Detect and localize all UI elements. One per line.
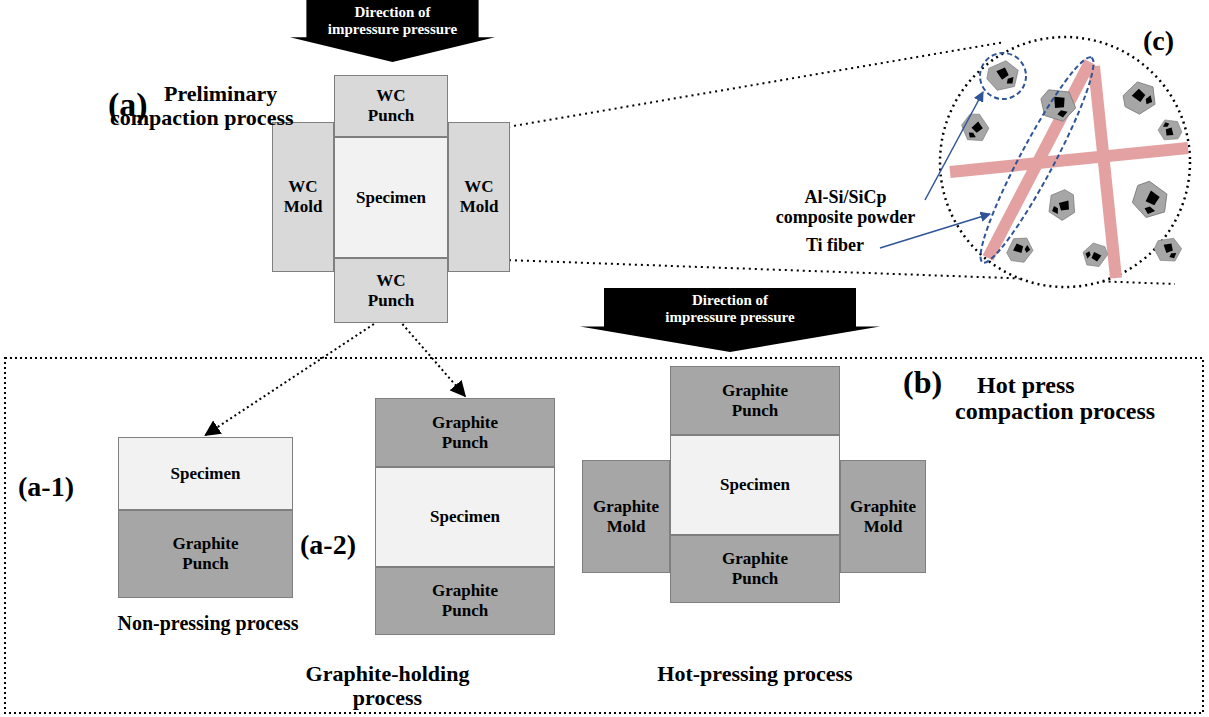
- zoom-leader: [449, 42, 1005, 137]
- caption-text: Al-Si/SiCp composite powder: [776, 187, 915, 227]
- specimen-box: Specimen: [375, 467, 555, 567]
- particle: [987, 61, 1018, 90]
- specimen-box: Specimen: [118, 437, 293, 510]
- box-label: Specimen: [720, 475, 790, 495]
- particle: [1156, 116, 1185, 144]
- particle: [1152, 234, 1184, 265]
- box-label: Specimen: [171, 464, 241, 484]
- arrow-label: Direction of impressure pressure: [660, 292, 800, 327]
- figure-label: (a-1): [18, 472, 74, 503]
- caption-text: (a-1): [18, 471, 74, 502]
- wc-tooling-box: WC Punch: [334, 258, 448, 323]
- figure-label: Hot press compaction process: [955, 372, 1195, 425]
- graphite-tooling-box: Graphite Punch: [118, 510, 293, 598]
- box-label: Graphite Punch: [163, 534, 248, 573]
- graphite-tooling-box: Graphite Punch: [670, 535, 840, 603]
- dotted-arrow: [402, 324, 465, 396]
- arrow-fill: [290, 0, 495, 62]
- dotted-arrow: [206, 324, 374, 435]
- wc-tooling-box: WC Mold: [272, 122, 334, 272]
- caption-text: Ti fiber: [806, 235, 864, 255]
- particle: [1126, 175, 1174, 223]
- box-label: Specimen: [356, 188, 426, 208]
- caption-text: (c): [1143, 25, 1174, 56]
- graphite-tooling-box: Graphite Mold: [582, 460, 670, 573]
- composite-particles: [960, 61, 1185, 272]
- caption-text: Hot press compaction process: [955, 372, 1155, 424]
- box-label: Specimen: [430, 507, 500, 527]
- caption-text: Non-pressing process: [118, 612, 299, 634]
- arrow-label: Direction of impressure pressure: [323, 4, 463, 39]
- box-label: Graphite Punch: [713, 549, 798, 588]
- caption-text: Preliminary compaction process: [110, 81, 294, 130]
- pressure-arrow: Direction of impressure pressure: [580, 288, 880, 352]
- particle: [1044, 186, 1080, 223]
- figure-label: Non-pressing process: [108, 612, 308, 634]
- box-label: WC Punch: [358, 86, 424, 125]
- figure-label: Graphite-holding process: [275, 662, 500, 710]
- box-label: Graphite Punch: [423, 581, 508, 620]
- dotted-frame: [5, 358, 1203, 713]
- box-label: Graphite Mold: [587, 497, 665, 536]
- particle: [1079, 239, 1112, 272]
- graphite-tooling-box: Graphite Punch: [670, 366, 840, 435]
- highlight-circle: [980, 53, 1026, 99]
- wc-tooling-box: WC Mold: [448, 122, 510, 272]
- specimen-box: Specimen: [670, 435, 840, 535]
- caption-text: (a-2): [300, 529, 356, 560]
- particle: [1001, 232, 1037, 268]
- ti-fibers: [950, 62, 1188, 278]
- box-label: WC Mold: [276, 177, 330, 216]
- pressure-arrow: Direction of impressure pressure: [290, 0, 495, 62]
- figure-label: Preliminary compaction process: [110, 82, 325, 130]
- figure-label: Ti fiber: [795, 236, 875, 256]
- caption-text: Graphite-holding process: [306, 661, 470, 710]
- figure-label: (a-2): [300, 530, 356, 561]
- graphite-tooling-box: Graphite Mold: [840, 460, 926, 573]
- graphite-tooling-box: Graphite Punch: [375, 567, 555, 635]
- particle: [1119, 77, 1161, 117]
- zoom-circle: [940, 37, 1190, 287]
- caption-text: Hot-pressing process: [657, 661, 852, 686]
- figure-label: Al-Si/SiCp composite powder: [768, 188, 923, 228]
- box-label: WC Mold: [452, 177, 506, 216]
- figure-label: Hot-pressing process: [640, 662, 870, 686]
- box-label: WC Punch: [358, 271, 424, 310]
- ti-fiber: [950, 148, 1188, 172]
- box-label: Graphite Punch: [713, 381, 798, 420]
- graphite-tooling-box: Graphite Punch: [375, 398, 555, 467]
- highlight-ellipse: [968, 50, 1107, 271]
- specimen-box: Specimen: [334, 137, 448, 258]
- figure-label: (b): [903, 365, 942, 400]
- wc-tooling-box: WC Punch: [334, 75, 448, 137]
- particle: [1035, 82, 1081, 128]
- arrow-fill: [580, 288, 880, 352]
- box-label: Graphite Mold: [844, 497, 922, 536]
- box-label: Graphite Punch: [423, 413, 508, 452]
- pointer-arrow: [925, 92, 983, 200]
- figure-label: (c): [1143, 26, 1174, 57]
- caption-text: (b): [903, 364, 942, 400]
